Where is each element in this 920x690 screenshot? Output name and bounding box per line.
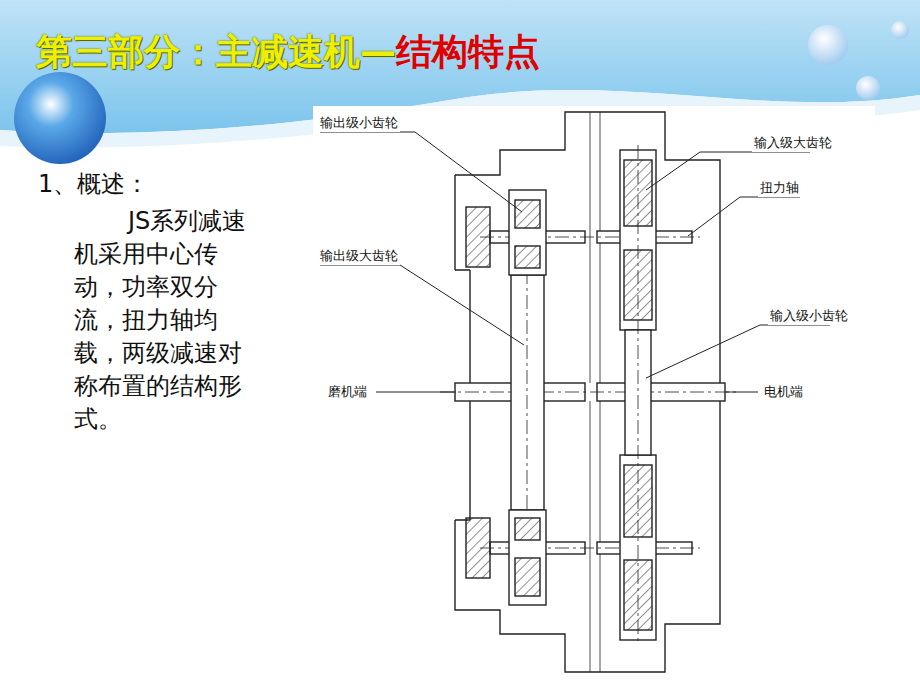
center-line bbox=[638, 145, 639, 645]
body-text: JS系列减速机采用中心传动，功率双分流，扭力轴均载，两级减速对称布置的结构形式。 bbox=[74, 205, 252, 436]
drawing-ground bbox=[313, 106, 875, 652]
slide-title: 第三部分：主减速机— bbox=[36, 28, 396, 77]
part-label: 电机端 bbox=[762, 383, 805, 401]
output-pinion bbox=[515, 558, 540, 596]
slide-title-highlight: 结构特点 bbox=[396, 28, 540, 77]
bubble bbox=[808, 25, 848, 65]
coupling bbox=[466, 518, 490, 578]
output-pinion bbox=[515, 518, 540, 540]
part-label: 扭力轴 bbox=[758, 179, 801, 197]
bubble bbox=[856, 76, 880, 100]
part-label: 输入级小齿轮 bbox=[768, 307, 850, 325]
output-pinion bbox=[509, 510, 546, 605]
bubble bbox=[14, 72, 106, 164]
input-big-gear bbox=[624, 250, 652, 320]
output-pinion bbox=[515, 246, 540, 268]
part-label: 输入级大齿轮 bbox=[752, 134, 834, 152]
input-big-gear bbox=[624, 160, 652, 226]
part-label: 输出级小齿轮 bbox=[318, 114, 400, 132]
coupling bbox=[466, 207, 490, 267]
center-line bbox=[527, 270, 528, 515]
part-label: 磨机端 bbox=[326, 383, 369, 401]
output-pinion bbox=[515, 200, 540, 228]
output-pinion bbox=[509, 190, 546, 275]
part-label: 输出级大齿轮 bbox=[318, 247, 400, 265]
center-line bbox=[440, 392, 740, 393]
section-heading: 1、概述： bbox=[38, 168, 149, 200]
bubble bbox=[891, 21, 909, 39]
output-big-gear bbox=[511, 275, 544, 510]
